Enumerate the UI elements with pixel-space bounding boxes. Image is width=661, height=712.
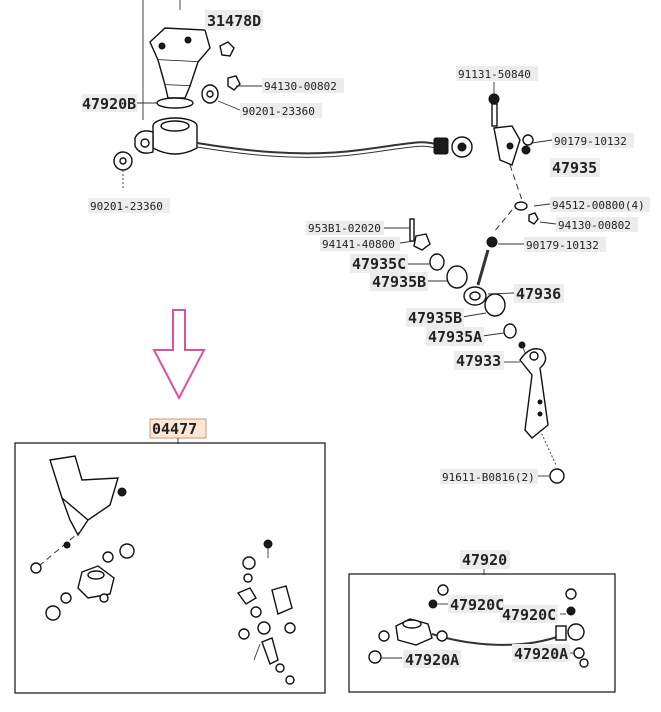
- part-label-90179-mid: 90179-10132: [526, 239, 599, 252]
- sensor-linkage-group: [384, 82, 565, 484]
- part-label-94141: 94141-40800: [322, 238, 395, 251]
- kit-contents-drawing: [30, 455, 296, 685]
- part-label-47920C-b: 47920C: [502, 606, 556, 624]
- part-label-90201-left: 90201-23360: [90, 200, 163, 213]
- part-label-94130-right: 94130-00802: [558, 219, 631, 232]
- assembly-47920-box: [348, 573, 616, 693]
- part-label-90179-top: 90179-10132: [554, 135, 627, 148]
- part-label-47920A-a: 47920A: [405, 651, 459, 669]
- part-label-47920C-a: 47920C: [450, 596, 504, 614]
- down-arrow-icon: [152, 309, 206, 401]
- part-label-90201-right: 90201-23360: [242, 105, 315, 118]
- part-label-47920: 47920: [462, 551, 507, 569]
- part-label-47920B: 47920B: [82, 95, 136, 113]
- part-label-47935C: 47935C: [352, 255, 406, 273]
- kit-label-04477: 04477: [152, 420, 197, 438]
- load-sensing-valve-group: [113, 0, 473, 190]
- part-label-47935: 47935: [552, 159, 597, 177]
- part-label-94512: 94512-00800(4): [552, 199, 645, 212]
- part-label-47935B-b: 47935B: [408, 309, 462, 327]
- part-label-95381: 953B1-02020: [308, 222, 381, 235]
- part-label-47935A: 47935A: [428, 328, 482, 346]
- part-label-31478D: 31478D: [207, 12, 261, 30]
- label-backgrounds: [82, 10, 650, 668]
- part-label-91131: 91131-50840: [458, 68, 531, 81]
- part-label-47935B-a: 47935B: [372, 273, 426, 291]
- kit-04477-box: [14, 442, 326, 694]
- part-label-47933: 47933: [456, 352, 501, 370]
- part-label-47936: 47936: [516, 285, 561, 303]
- assembly-47920-drawing: [368, 584, 589, 668]
- part-label-47920A-b: 47920A: [514, 645, 568, 663]
- part-label-94130-top: 94130-00802: [264, 80, 337, 93]
- part-label-91611: 91611-B0816(2): [442, 471, 535, 484]
